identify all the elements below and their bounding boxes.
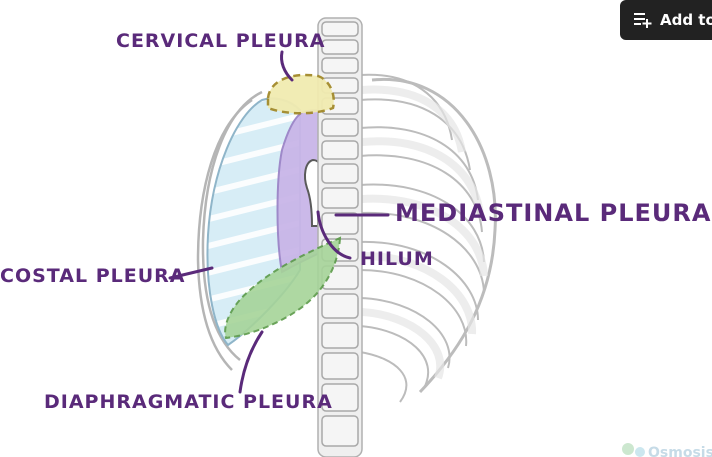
leader-hilum (316, 210, 352, 260)
label-cervical-pleura: CERVICAL PLEURA (116, 30, 326, 52)
rib-cage-left (196, 90, 263, 371)
playlist-add-icon (634, 13, 652, 28)
cervical-pleura-region (266, 73, 335, 115)
leader-diaphragmatic (238, 330, 264, 394)
leader-lines (168, 50, 390, 394)
leader-costal (168, 266, 214, 280)
add-to-button[interactable]: Add to (620, 0, 712, 40)
add-to-label: Add to (660, 11, 712, 29)
svg-text:Osmosis: Osmosis (648, 445, 712, 457)
label-hilum: HILUM (360, 248, 434, 270)
diaphragmatic-pleura-region (224, 236, 342, 340)
label-mediastinal-pleura: MEDIASTINAL PLEURA (395, 199, 712, 227)
rib-cage-right (359, 73, 497, 403)
rib-cage-right-inner (361, 85, 488, 380)
label-diaphragmatic-pleura: DIAPHRAGMATIC PLEURA (44, 391, 333, 413)
label-costal-pleura: COSTAL PLEURA (0, 265, 186, 287)
logo-watermark: Osmosis (622, 443, 712, 457)
leader-cervical (280, 50, 294, 82)
